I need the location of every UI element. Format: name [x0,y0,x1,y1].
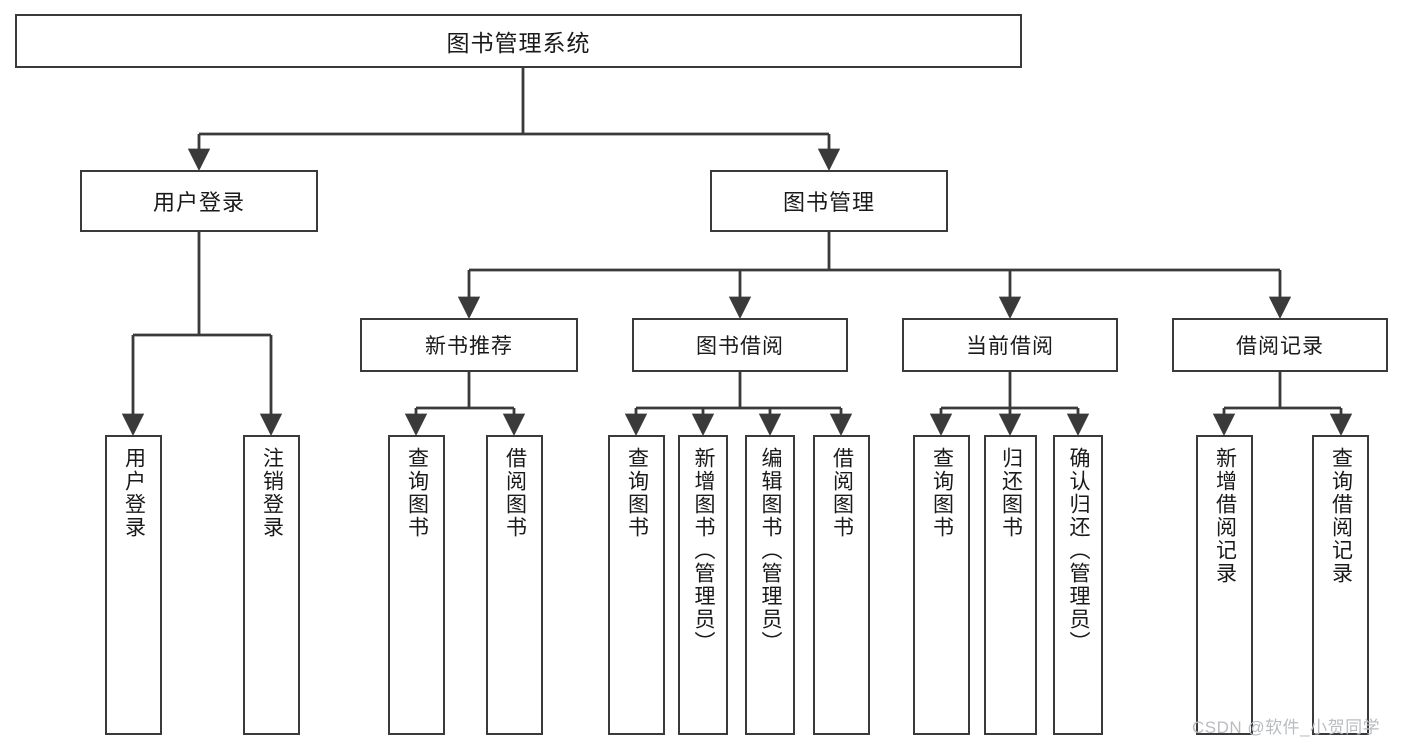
leaf-borrow-book-label: 借阅图书 [830,447,854,539]
leaf-user-logout-label: 注销登录 [260,447,284,539]
leaf-user-login-label: 用户登录 [122,447,146,539]
leaf-add-borrow-record[interactable]: 新增借阅记录 [1196,435,1253,735]
leaf-add-borrow-record-label: 新增借阅记录 [1213,447,1237,585]
node-user-login-label: 用户登录 [152,190,245,215]
node-current-borrow-label: 当前借阅 [966,335,1054,358]
leaf-query-book-recommend-label: 查询图书 [405,447,429,539]
node-book-borrow-label: 图书借阅 [696,335,784,358]
leaf-query-book-borrow-label: 查询图书 [625,447,649,539]
node-current-borrow[interactable]: 当前借阅 [902,318,1118,372]
leaf-user-logout[interactable]: 注销登录 [243,435,300,735]
leaf-confirm-return-label: 确认归还（管理员） [1067,447,1091,654]
leaf-query-book-recommend[interactable]: 查询图书 [388,435,445,735]
csdn-watermark: CSDN @软件_小贺同学 [1192,718,1381,737]
leaf-query-book-borrow[interactable]: 查询图书 [608,435,665,735]
leaf-borrow-book-recommend[interactable]: 借阅图书 [486,435,543,735]
leaf-confirm-return[interactable]: 确认归还（管理员） [1053,435,1103,735]
node-root[interactable]: 图书管理系统 [15,14,1022,68]
node-book-borrow[interactable]: 图书借阅 [632,318,848,372]
leaf-query-borrow-record[interactable]: 查询借阅记录 [1312,435,1369,735]
leaf-return-book[interactable]: 归还图书 [984,435,1037,735]
node-new-book-recommend-label: 新书推荐 [425,335,513,358]
node-book-manage[interactable]: 图书管理 [710,170,948,232]
node-user-login[interactable]: 用户登录 [80,170,318,232]
leaf-add-book[interactable]: 新增图书（管理员） [678,435,728,735]
leaf-borrow-book-recommend-label: 借阅图书 [503,447,527,539]
leaf-query-book-current[interactable]: 查询图书 [913,435,970,735]
leaf-user-login[interactable]: 用户登录 [105,435,162,735]
node-borrow-record[interactable]: 借阅记录 [1172,318,1388,372]
leaf-edit-book-label: 编辑图书（管理员） [759,447,783,654]
node-root-label: 图书管理系统 [446,30,591,56]
leaf-borrow-book[interactable]: 借阅图书 [813,435,870,735]
leaf-return-book-label: 归还图书 [999,447,1023,539]
leaf-query-book-current-label: 查询图书 [930,447,954,539]
leaf-edit-book[interactable]: 编辑图书（管理员） [745,435,795,735]
leaf-query-borrow-record-label: 查询借阅记录 [1329,447,1353,585]
node-book-manage-label: 图书管理 [782,190,875,215]
node-borrow-record-label: 借阅记录 [1236,335,1324,358]
node-new-book-recommend[interactable]: 新书推荐 [360,318,578,372]
leaf-add-book-label: 新增图书（管理员） [692,447,716,654]
